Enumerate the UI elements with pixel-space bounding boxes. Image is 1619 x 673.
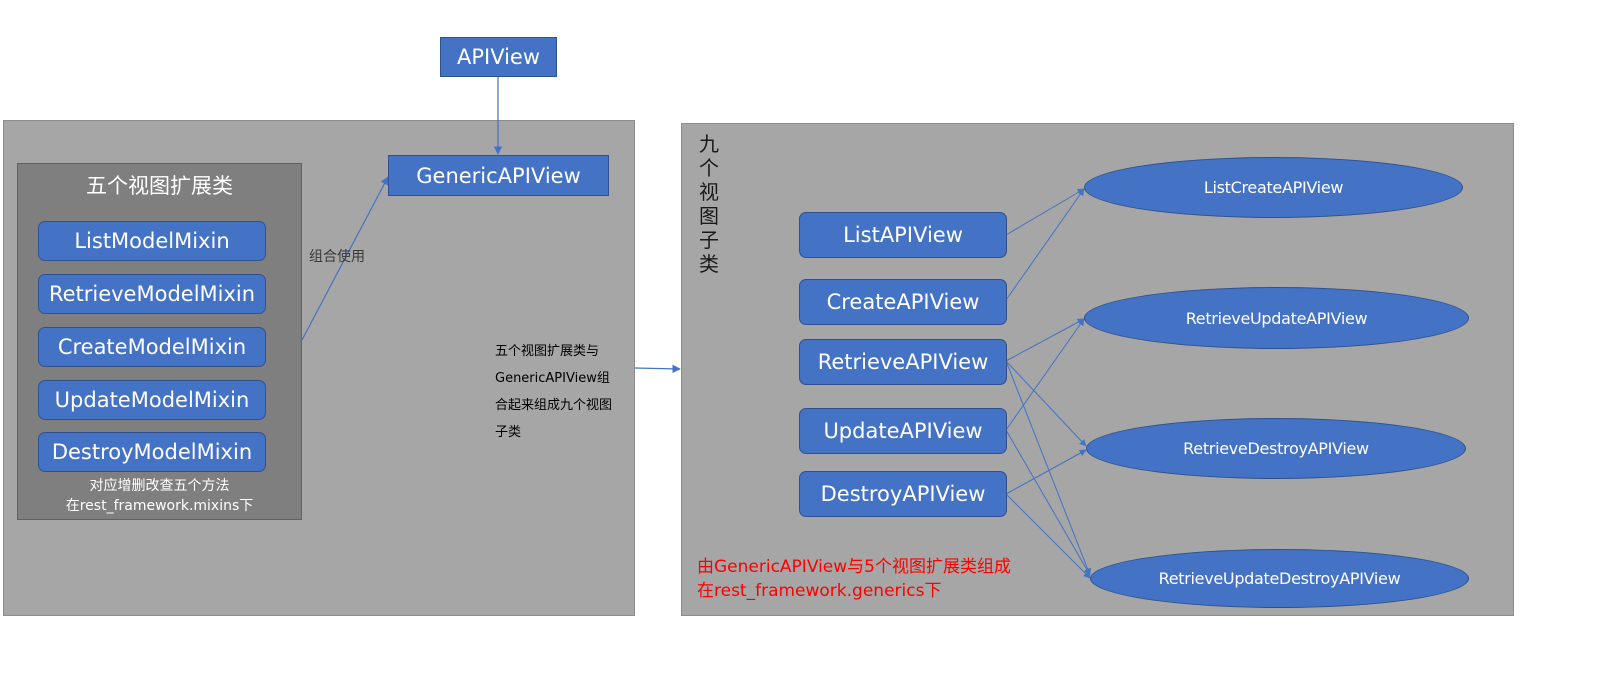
- combination-note-line1: 五个视图扩展类与: [495, 344, 600, 359]
- combination-note: 五个视图扩展类与 GenericAPIView组 合起来组成九个视图 子类: [495, 338, 635, 446]
- combine-usage-label: 组合使用: [309, 249, 365, 265]
- vertical-title-char: 图: [699, 204, 719, 228]
- mixins-panel-title: 五个视图扩展类: [86, 174, 233, 198]
- edge-retrieve-to-rud: [1005, 360, 1091, 576]
- retrieveupdatedestroyapiview-node: RetrieveUpdateDestroyAPIView: [1090, 549, 1469, 608]
- retrieveapiview-label: RetrieveAPIView: [817, 350, 989, 374]
- vertical-title-char: 类: [699, 252, 719, 276]
- retrieveapiview-node: RetrieveAPIView: [799, 339, 1007, 385]
- mixins-note-line1: 对应增删改查五个方法: [89, 478, 230, 494]
- edge-create-to-listcreate: [1005, 188, 1085, 301]
- destroyapiview-label: DestroyAPIView: [820, 482, 986, 506]
- edge-retrieve-to-retrievedestroy: [1005, 360, 1087, 447]
- generics-note-line2: 在rest_framework.generics下: [697, 581, 942, 601]
- combination-note-line4: 子类: [495, 425, 522, 440]
- retrieveupdatedestroyapiview-label: RetrieveUpdateDestroyAPIView: [1158, 569, 1401, 588]
- mixin-create-node: CreateModelMixin: [38, 327, 266, 367]
- edge-destroy-to-rud: [1005, 493, 1091, 579]
- mixins-note: 对应增删改查五个方法 在rest_framework.mixins下: [17, 476, 302, 518]
- generics-note-line1: 由GenericAPIView与5个视图扩展类组成: [697, 557, 1011, 577]
- retrievedestroyapiview-node: RetrieveDestroyAPIView: [1086, 418, 1466, 479]
- mixin-update-label: UpdateModelMixin: [54, 388, 250, 412]
- apiview-label: APIView: [456, 45, 541, 69]
- createapiview-node: CreateAPIView: [799, 279, 1007, 325]
- listcreateapiview-node: ListCreateAPIView: [1084, 157, 1463, 218]
- mixin-retrieve-label: RetrieveModelMixin: [48, 282, 256, 306]
- destroyapiview-node: DestroyAPIView: [799, 471, 1007, 517]
- updateapiview-label: UpdateAPIView: [823, 419, 983, 443]
- createapiview-label: CreateAPIView: [826, 290, 980, 314]
- combination-note-line2: GenericAPIView组: [495, 371, 610, 386]
- updateapiview-node: UpdateAPIView: [799, 408, 1007, 454]
- vertical-title-char: 子: [699, 228, 719, 252]
- retrieveupdateapiview-label: RetrieveUpdateAPIView: [1185, 308, 1368, 328]
- retrieveupdateapiview-node: RetrieveUpdateAPIView: [1084, 287, 1469, 349]
- retrievedestroyapiview-label: RetrieveDestroyAPIView: [1183, 439, 1369, 458]
- edge-left-to-right-panel: [634, 364, 681, 374]
- edge-update-to-rud: [1005, 429, 1091, 576]
- mixin-list-label: ListModelMixin: [74, 229, 230, 253]
- edge-list-to-listcreate: [1005, 188, 1085, 236]
- mixin-list-node: ListModelMixin: [38, 221, 266, 261]
- mixin-destroy-label: DestroyModelMixin: [51, 440, 253, 464]
- mixins-note-line2: 在rest_framework.mixins下: [65, 498, 254, 514]
- subclasses-vertical-title: 九 个 视 图 子 类: [697, 132, 721, 276]
- vertical-title-char: 九: [699, 132, 719, 156]
- listapiview-node: ListAPIView: [799, 212, 1007, 258]
- generics-note: 由GenericAPIView与5个视图扩展类组成 在rest_framewor…: [697, 555, 1011, 603]
- edge-destroy-to-retrievedestroy: [1005, 449, 1087, 495]
- mixin-destroy-node: DestroyModelMixin: [38, 432, 266, 472]
- listcreateapiview-label: ListCreateAPIView: [1203, 178, 1344, 197]
- edge-mixins-to-generic: [301, 176, 389, 341]
- mixin-create-label: CreateModelMixin: [57, 335, 247, 359]
- vertical-title-char: 个: [699, 156, 719, 180]
- vertical-title-char: 视: [699, 180, 719, 204]
- edge-update-to-retrieveupdate: [1005, 318, 1085, 431]
- genericapiview-node: GenericAPIView: [388, 155, 609, 196]
- edge-retrieve-to-retrieveupdate: [1005, 318, 1085, 362]
- genericapiview-label: GenericAPIView: [416, 163, 581, 188]
- mixin-retrieve-node: RetrieveModelMixin: [38, 274, 266, 314]
- mixin-update-node: UpdateModelMixin: [38, 380, 266, 420]
- listapiview-label: ListAPIView: [843, 223, 963, 247]
- combination-note-line3: 合起来组成九个视图: [495, 398, 613, 413]
- apiview-node: APIView: [440, 37, 557, 77]
